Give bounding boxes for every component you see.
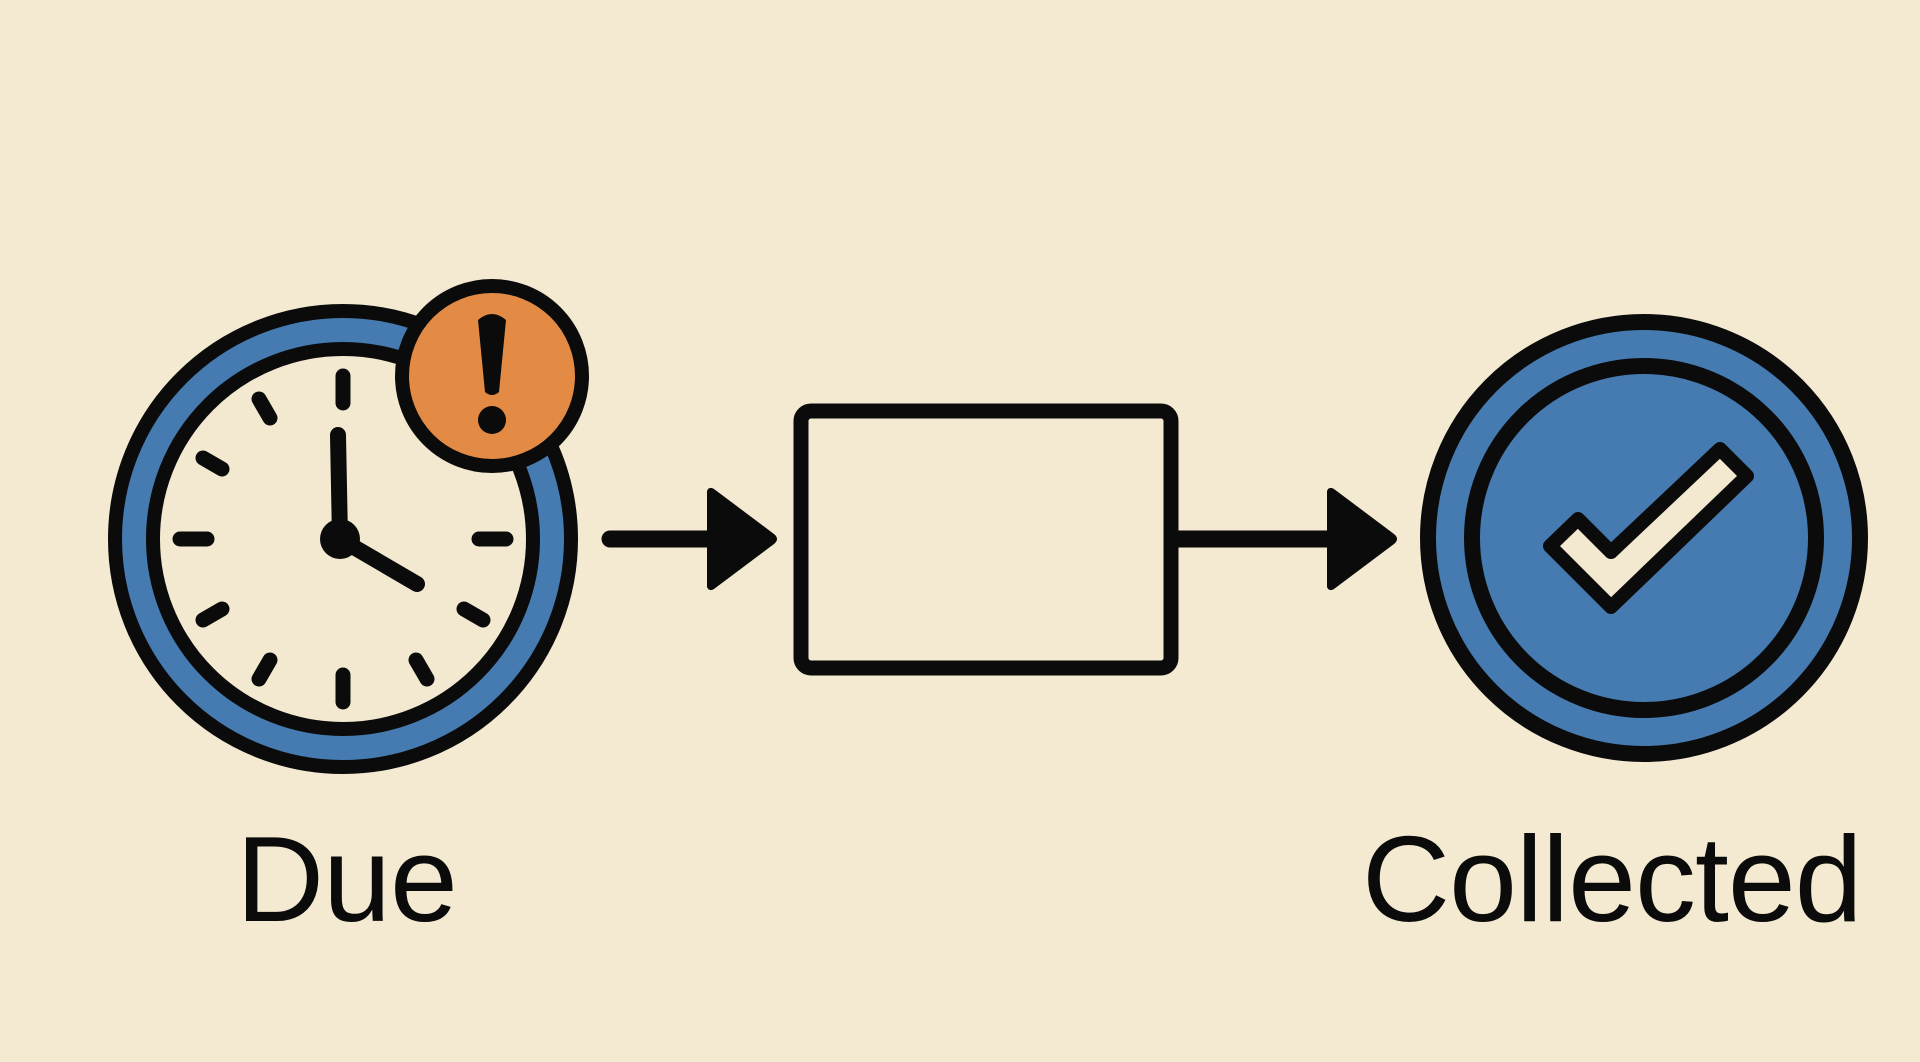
- arrow-right-icon: [1169, 487, 1397, 591]
- arrow-right-icon: [601, 487, 777, 591]
- alert-badge-icon: [395, 279, 589, 473]
- clock-with-alert-icon: [108, 279, 589, 774]
- clock-ticks: [172, 368, 514, 710]
- due-label: Due: [236, 811, 458, 947]
- check-circle-icon: [1420, 314, 1868, 762]
- collected-label: Collected: [1362, 811, 1863, 947]
- empty-step-box: [793, 403, 1179, 676]
